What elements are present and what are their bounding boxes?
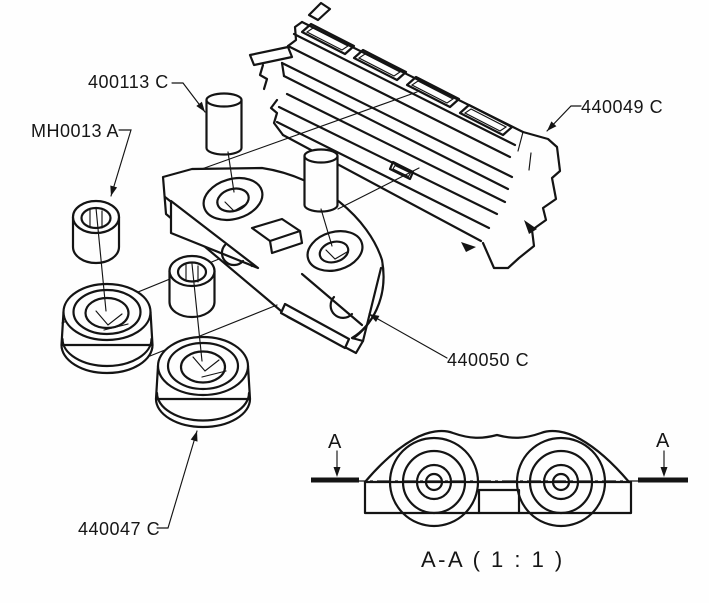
rail-top-tab (307, 1, 332, 22)
leader-arrow (110, 185, 118, 196)
assembly-axis-line (337, 167, 420, 210)
rail-face-window (388, 160, 415, 181)
callout-label-rail: 440049 C (581, 97, 663, 117)
callout-label-bushing: MH0013 A (31, 121, 119, 141)
assembly-axis-line (170, 91, 418, 181)
leader-arrow (196, 101, 205, 112)
leader-line (368, 313, 448, 359)
section-hump-outline (363, 429, 631, 484)
wheel-flange (154, 397, 252, 429)
leader-line (156, 430, 198, 529)
bracket-hole-bore (216, 187, 250, 213)
section-title: A-A ( 1 : 1 ) (421, 547, 565, 572)
pin-body (303, 154, 339, 213)
wheel-bore (84, 296, 130, 330)
callout-label-pin: 400113 C (88, 72, 169, 92)
wheel-bore (179, 350, 227, 384)
section-view: A A A-A ( 1 : 1 ) (311, 429, 688, 572)
bracket-hole-ring (306, 230, 364, 272)
bracket-front-slot (279, 302, 351, 350)
axis-tick-lines (95, 207, 227, 378)
carrier-bracket-part (161, 166, 385, 355)
wheel-top (62, 282, 152, 342)
bushing-parts (71, 199, 216, 319)
wheel-flange (60, 343, 154, 375)
pin-body (205, 98, 243, 156)
wheel-parts (60, 282, 252, 429)
callout-label-bracket: 440050 C (447, 350, 529, 370)
callout-label-wheel: 440047 C (78, 519, 160, 539)
bracket-hole-ring (202, 176, 264, 222)
rail-slots (300, 22, 514, 137)
cut-arrow-left (333, 467, 341, 477)
leader-arrow (190, 431, 198, 442)
rail-end-cap (481, 130, 562, 270)
section-marker-left: A (328, 431, 342, 453)
section-base-band (363, 480, 633, 515)
leader-arrow (369, 314, 380, 322)
leader-line (171, 82, 206, 113)
bushing-bore (176, 261, 208, 283)
bracket-scallop-notch (220, 243, 245, 267)
pin-parts (205, 92, 348, 260)
bracket-side-slot (169, 199, 260, 270)
rail-clip-tab (461, 242, 476, 252)
section-marker-right: A (656, 430, 670, 452)
rail-left-flange (248, 45, 294, 67)
leader-arrow (547, 121, 557, 131)
bracket-scallop-notch (329, 295, 354, 319)
pin-top (303, 148, 339, 164)
leader-line (546, 105, 582, 132)
wheel-top (156, 335, 250, 397)
callouts: 400113 C MH0013 A 440049 C 440050 C 4400… (31, 72, 663, 539)
cut-arrow-right (660, 467, 668, 477)
leader-line (110, 129, 132, 197)
pin-top (205, 92, 243, 108)
section-center-notch (477, 488, 521, 515)
